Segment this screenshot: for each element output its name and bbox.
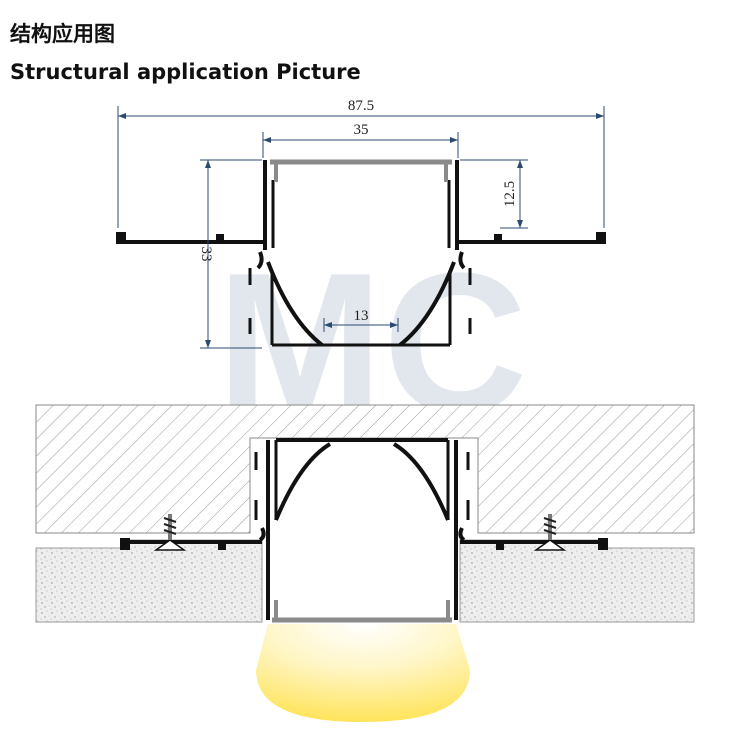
- title-chinese: 结构应用图: [10, 22, 115, 46]
- dimension-arrows: [118, 113, 604, 348]
- light-glow: [256, 624, 470, 722]
- screw-left: [153, 514, 187, 551]
- dim-flange-height: 12.5: [502, 181, 518, 207]
- dimension-lines: [117, 106, 605, 349]
- dim-total-height: 33: [198, 247, 214, 262]
- screw-right: [533, 514, 567, 551]
- hatched-substrate: [35, 404, 695, 534]
- bottom-profile: [120, 438, 608, 620]
- top-profile: [116, 160, 606, 347]
- dim-inner-width: 35: [354, 122, 369, 138]
- dim-bottom-width: 13: [354, 308, 369, 324]
- title-english: Structural application Picture: [10, 60, 361, 84]
- board-left: [35, 539, 263, 623]
- dim-overall-width: 87.5: [348, 98, 374, 114]
- board-right: [459, 539, 695, 623]
